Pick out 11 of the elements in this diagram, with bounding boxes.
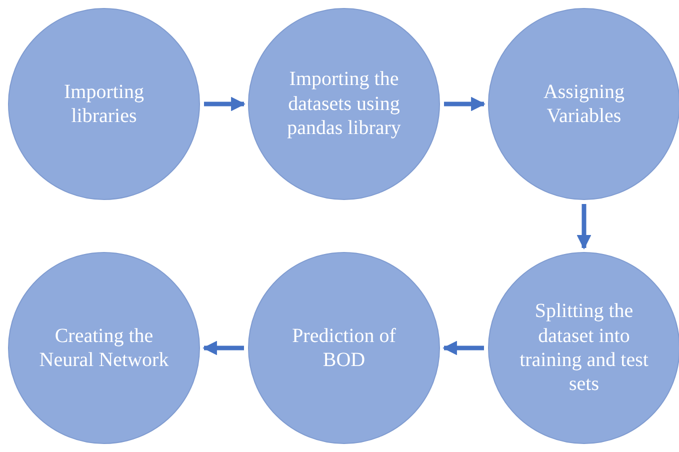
arrow xyxy=(442,340,484,356)
arrow xyxy=(204,96,246,112)
arrow xyxy=(444,96,486,112)
step-label: Splitting the dataset into training and test sets xyxy=(518,299,650,397)
step-label: Assigning Variables xyxy=(542,80,626,128)
step-label: Creating the Neural Network xyxy=(38,324,170,372)
arrow xyxy=(202,340,244,356)
step-label: Importing libraries xyxy=(63,80,145,128)
step-label: Prediction of BOD xyxy=(291,324,397,372)
arrow xyxy=(576,204,592,250)
step-label: Importing the datasets using pandas library xyxy=(286,67,402,141)
